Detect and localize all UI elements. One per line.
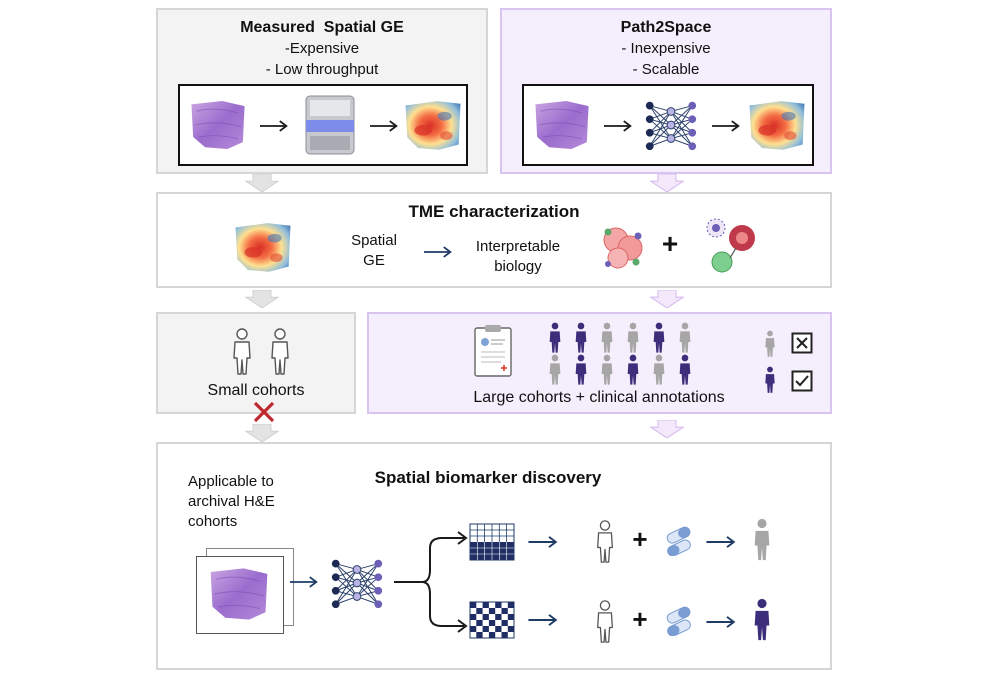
down-arrow-icon xyxy=(650,420,684,438)
pill-icon xyxy=(664,526,694,556)
panel-line-inexpensive: - Inexpensive xyxy=(621,40,711,57)
person-patient-icon xyxy=(597,354,617,386)
measured-pipeline-box xyxy=(178,84,468,166)
applicable-label-line3: cohorts xyxy=(188,513,238,530)
person-patient-icon xyxy=(597,322,617,354)
person-patient-icon xyxy=(571,354,591,386)
arrow-icon xyxy=(528,614,558,626)
spatial-pattern-checker-icon xyxy=(469,601,515,639)
panel-line-expensive: -Expensive xyxy=(284,40,360,57)
checkbox-crossed-icon xyxy=(791,332,813,354)
he-slide xyxy=(196,556,284,634)
spatial-ge-label-line2: GE xyxy=(363,252,385,269)
plus-sign: + xyxy=(632,524,648,554)
sequencing-machine-icon xyxy=(305,95,355,155)
down-arrow-icon xyxy=(245,424,279,442)
spatial-ge-label-line1: Spatial xyxy=(351,232,397,249)
panel-title: Path2Space xyxy=(620,19,712,36)
person-outline-icon xyxy=(268,328,292,376)
plus-sign: + xyxy=(661,228,679,259)
arrow-icon xyxy=(528,536,558,548)
arrow-icon xyxy=(370,120,398,132)
person-outline-icon xyxy=(230,328,254,376)
arrow-icon xyxy=(260,120,288,132)
pill-icon xyxy=(664,606,694,636)
person-patient-icon xyxy=(623,322,643,354)
small-cohorts-panel: Small cohorts xyxy=(156,312,356,414)
spatial-ge-heatmap-image xyxy=(746,92,808,158)
person-patient-icon xyxy=(649,354,669,386)
neural-network-icon xyxy=(328,554,386,612)
large-cohorts-panel: Large cohorts + clinical annotations xyxy=(367,312,832,414)
applicable-label-line2: archival H&E xyxy=(188,493,275,510)
down-arrow-icon xyxy=(650,290,684,308)
tme-characterization-panel: TME characterization Spatial GE Interpre… xyxy=(156,192,832,288)
panel-line-low-throughput: - Low throughput xyxy=(265,61,379,78)
tme-title: TME characterization xyxy=(408,202,580,221)
arrow-icon xyxy=(604,120,632,132)
branch-arrow-icon xyxy=(394,531,468,633)
discovery-title: Spatial biomarker discovery xyxy=(374,468,602,487)
he-tissue-image xyxy=(207,563,271,625)
person-patient-icon xyxy=(649,322,669,354)
spatial-ge-heatmap-image xyxy=(402,92,464,158)
path2space-pipeline-box xyxy=(522,84,814,166)
applicable-label-line1: Applicable to xyxy=(188,473,274,490)
panel-line-scalable: - Scalable xyxy=(632,61,700,78)
neural-network-icon xyxy=(642,96,700,154)
he-tissue-image xyxy=(532,94,592,156)
spatial-biomarker-discovery-panel: Spatial biomarker discovery Applicable t… xyxy=(156,442,832,670)
arrow-icon xyxy=(706,536,736,548)
he-tissue-image xyxy=(188,94,248,156)
large-cohorts-label: Large cohorts + clinical annotations xyxy=(473,389,725,406)
person-outline-icon xyxy=(594,520,616,564)
down-arrow-icon xyxy=(245,174,279,192)
person-outline-icon xyxy=(594,600,616,644)
arrow-icon xyxy=(706,616,736,628)
spatial-ge-heatmap-image xyxy=(232,214,294,280)
person-responder-icon xyxy=(750,598,774,642)
red-cross-icon xyxy=(253,401,275,423)
person-patient-icon xyxy=(675,354,695,386)
person-grey-icon xyxy=(761,330,779,358)
person-patient-icon xyxy=(675,322,695,354)
interpretable-label-line2: biology xyxy=(494,258,542,275)
person-patient-icon xyxy=(571,322,591,354)
plus-sign: + xyxy=(632,604,648,634)
checkbox-checked-icon xyxy=(791,370,813,392)
person-patient-icon xyxy=(545,354,565,386)
clinical-document-icon xyxy=(474,325,512,377)
tumor-cells-icon xyxy=(603,227,643,269)
panel-title: Measured Spatial GE xyxy=(240,19,404,36)
down-arrow-icon xyxy=(650,174,684,192)
immune-cells-icon xyxy=(706,218,755,273)
small-cohorts-label: Small cohorts xyxy=(207,382,305,399)
person-nonresponder-icon xyxy=(750,518,774,562)
path2space-panel: Path2Space - Inexpensive - Scalable xyxy=(500,8,832,174)
arrow-icon xyxy=(712,120,740,132)
person-patient-icon xyxy=(623,354,643,386)
arrow-icon xyxy=(290,576,318,588)
spatial-pattern-grid-icon xyxy=(469,523,515,561)
measured-spatial-ge-panel: Measured Spatial GE -Expensive - Low thr… xyxy=(156,8,488,174)
interpretable-label-line1: Interpretable xyxy=(475,238,561,255)
person-patient-icon xyxy=(545,322,565,354)
arrow-icon xyxy=(424,246,452,258)
down-arrow-icon xyxy=(245,290,279,308)
